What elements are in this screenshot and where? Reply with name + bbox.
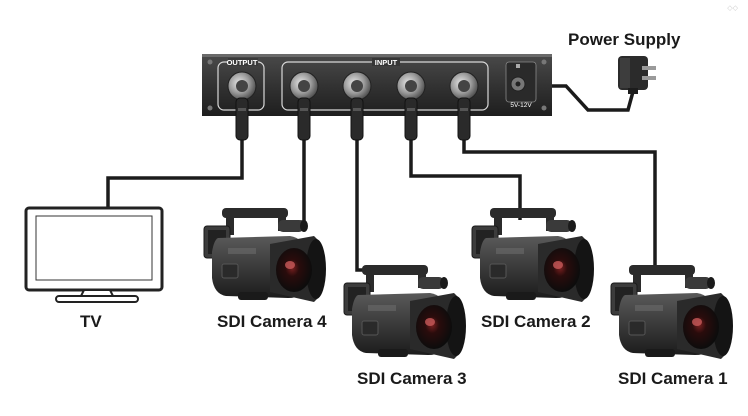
- tv-label: TV: [80, 312, 102, 331]
- cable-output-to-tv: [106, 140, 244, 210]
- camera-4-icon: [203, 207, 327, 303]
- camera-2-label: SDI Camera 2: [481, 312, 591, 331]
- bnc-output-port: [227, 71, 257, 101]
- bnc-plug-input-2: [404, 97, 418, 141]
- camera-2-icon: [471, 207, 595, 303]
- dc-power-jack: 5V-12V: [505, 61, 537, 109]
- bnc-input-port-2: [396, 71, 426, 101]
- input-label: INPUT: [375, 58, 398, 67]
- camera-4-label: SDI Camera 4: [217, 312, 327, 331]
- power-supply-label: Power Supply: [568, 30, 681, 49]
- bnc-input-port-4: [289, 71, 319, 101]
- cable-camera3: [355, 140, 370, 272]
- bnc-plug-output: [235, 97, 249, 141]
- cable-camera1: [462, 140, 657, 270]
- camera-3-label: SDI Camera 3: [357, 369, 467, 388]
- sdi-switcher: OUTPUT INPUT: [202, 54, 552, 141]
- bnc-plug-input-3: [350, 97, 364, 141]
- bnc-plug-input-1: [457, 97, 471, 141]
- cable-power: [531, 84, 636, 112]
- cable-camera2: [409, 140, 522, 220]
- corner-watermark: ◇◇: [727, 5, 738, 12]
- bnc-input-port-1: [449, 71, 479, 101]
- bnc-plug-input-4: [297, 97, 311, 141]
- camera-1-label: SDI Camera 1: [618, 369, 728, 388]
- tv-icon: [24, 206, 164, 303]
- output-label: OUTPUT: [227, 58, 258, 67]
- camera-1-icon: [610, 264, 734, 360]
- camera-3-icon: [343, 264, 467, 360]
- power-spec-label: 5V-12V: [510, 102, 532, 109]
- bnc-input-port-3: [342, 71, 372, 101]
- power-adapter-icon: [618, 56, 656, 94]
- cable-camera4: [292, 140, 306, 224]
- cables: [106, 84, 657, 272]
